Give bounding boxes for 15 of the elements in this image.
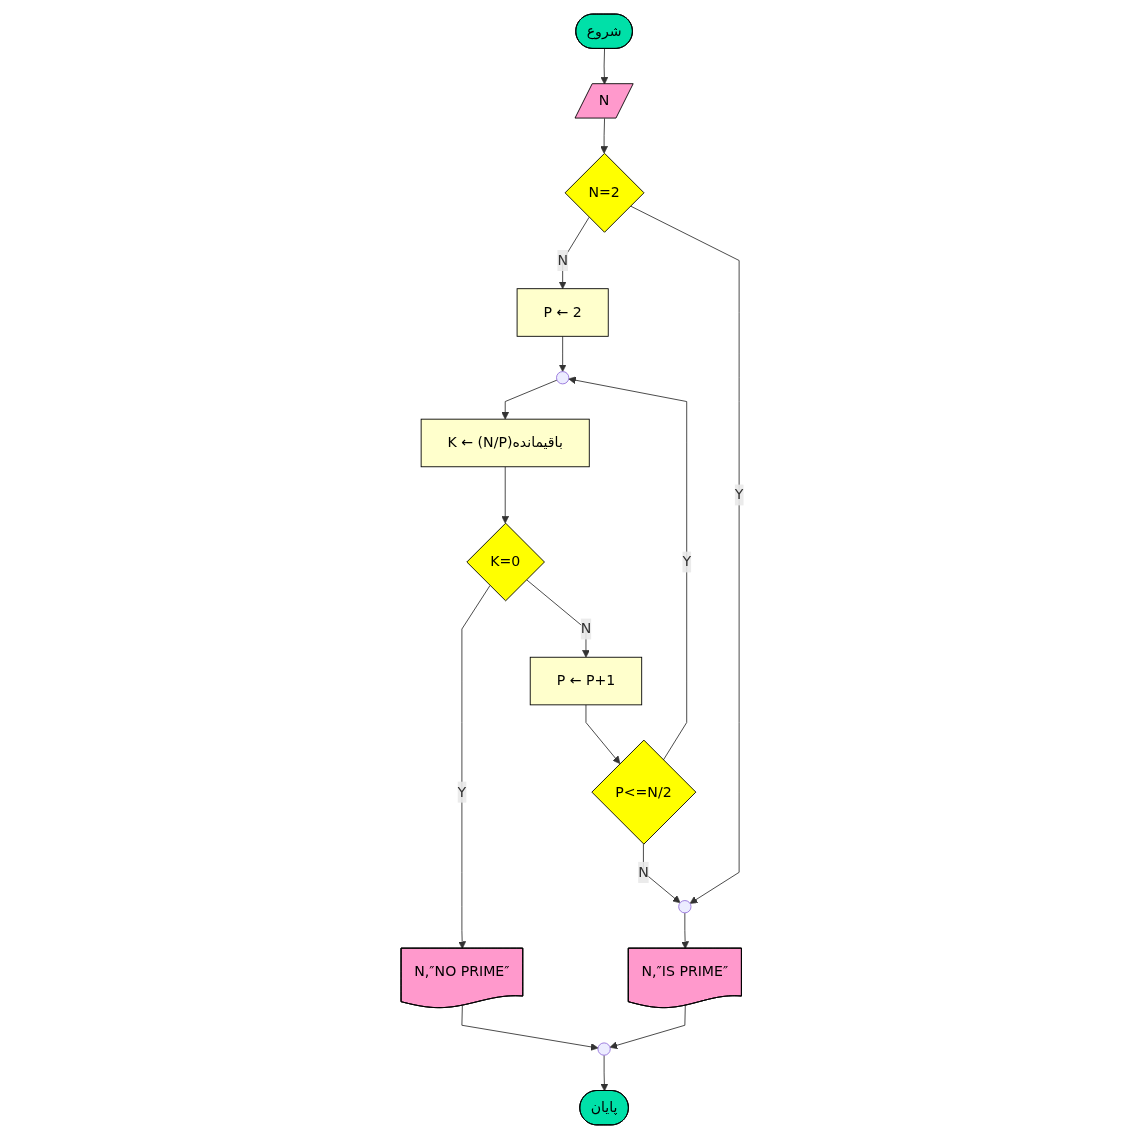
node-circle: [678, 900, 692, 914]
edge-label: N: [580, 620, 591, 637]
node-diamond: N=2: [564, 152, 645, 233]
node-circle: [555, 371, 570, 385]
edge-label: Y: [457, 783, 466, 801]
node-box: P ← P+1: [529, 656, 642, 706]
edge-label: Y: [682, 553, 691, 570]
node-box: P ← 2: [516, 288, 609, 337]
node-circle: [597, 1042, 611, 1056]
edge-label: Y: [734, 486, 744, 503]
edge-label: N: [557, 251, 568, 269]
node-diamond: K=0: [466, 522, 545, 602]
node-diamond: P<=N/2: [591, 739, 697, 845]
node-box: K ← (N/P)باقیمانده: [420, 418, 590, 468]
edge-label: N: [637, 863, 649, 881]
